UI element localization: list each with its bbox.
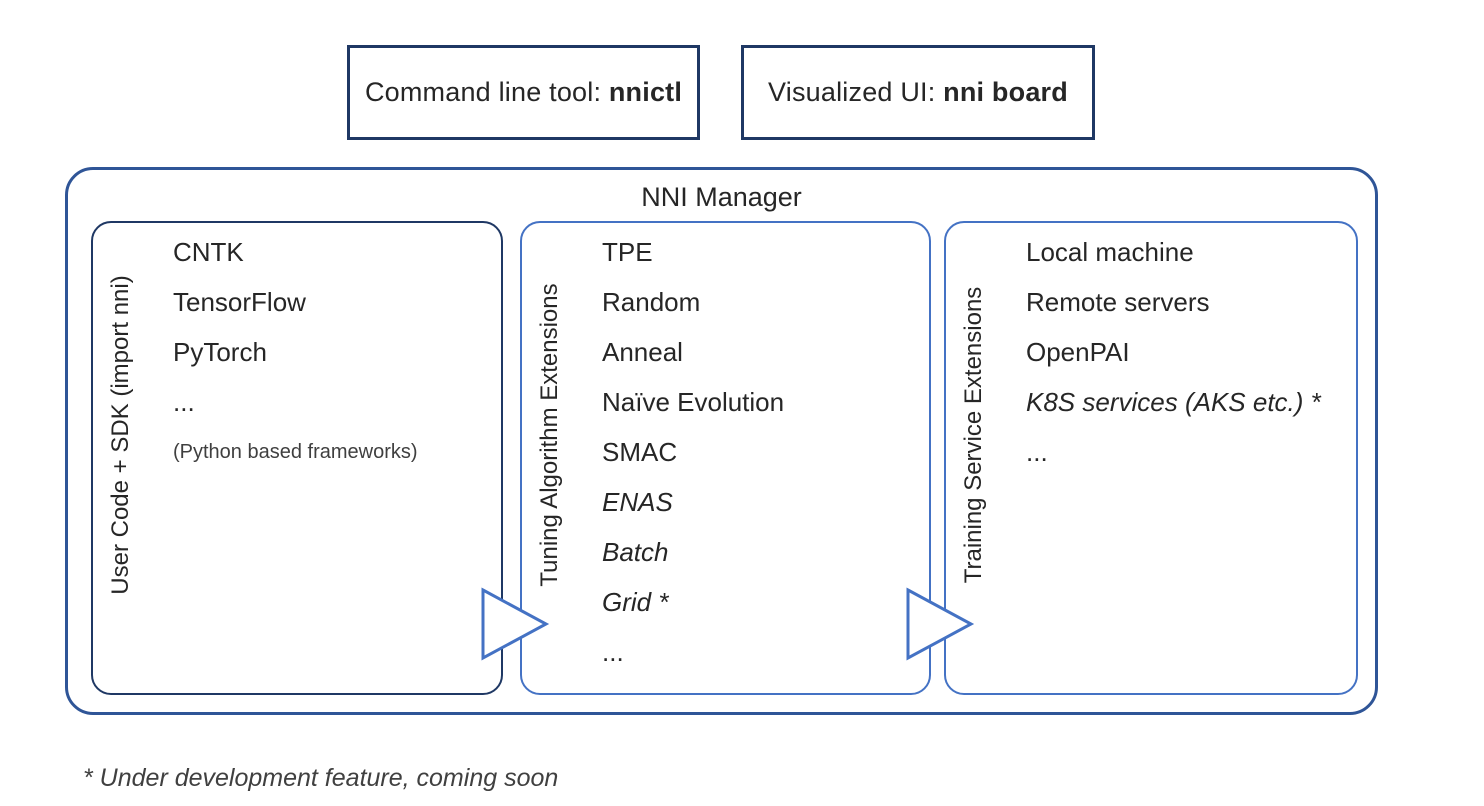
list-item: ...: [1026, 437, 1048, 467]
list-item: ...: [173, 387, 195, 417]
nni-manager-title: NNI Manager: [641, 182, 802, 212]
list-item: Local machine: [1026, 237, 1194, 267]
top-box-label-prefix: Command line tool:: [364, 77, 609, 107]
nni-manager-box: NNI Manager User Code + SDK (import nni)…: [65, 167, 1378, 715]
list-item: Naïve Evolution: [602, 387, 785, 417]
list-item: K8S services (AKS etc.) *: [1026, 387, 1321, 417]
list-item: ENAS: [602, 487, 673, 517]
list-item: (Python based frameworks): [173, 441, 418, 463]
list-item: TensorFlow: [173, 287, 306, 317]
top-box-label-prefix: Visualized UI:: [768, 77, 944, 107]
command-line-tool-label: Command line tool: nnictl: [365, 77, 682, 108]
list-item: Random: [602, 287, 701, 317]
flow-arrow-icon: [481, 587, 550, 661]
visualized-ui-box: Visualized UI: nni board: [741, 45, 1095, 140]
top-box-label-bold: nni board: [943, 77, 1068, 107]
list-item: SMAC: [602, 437, 678, 467]
list-item: OpenPAI: [1026, 337, 1130, 367]
flow-arrow-icon: [906, 587, 975, 661]
under-development-footnote: * Under development feature, coming soon: [83, 764, 559, 792]
list-item: Batch: [602, 537, 669, 567]
column-training-service-extensions: Training Service Extensions Local machin…: [944, 221, 1358, 695]
list-item: ...: [602, 637, 624, 667]
visualized-ui-label: Visualized UI: nni board: [768, 77, 1068, 108]
list-item: PyTorch: [173, 337, 267, 367]
list-item: Anneal: [602, 337, 683, 367]
list-item: Grid *: [602, 587, 669, 617]
top-box-label-bold: nnictl: [608, 77, 683, 107]
command-line-tool-box: Command line tool: nnictl: [347, 45, 700, 140]
list-item: TPE: [602, 237, 653, 267]
list-item: Remote servers: [1026, 287, 1210, 317]
list-item: CNTK: [173, 237, 244, 267]
